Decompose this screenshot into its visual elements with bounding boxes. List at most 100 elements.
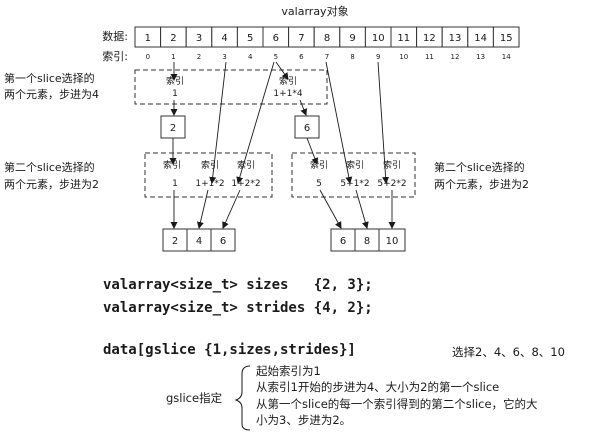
right-result-3: 10 — [386, 236, 399, 247]
array-cell: 5 — [236, 26, 264, 48]
left-item3-head: 索引 — [237, 159, 255, 171]
gslice-brace — [234, 365, 251, 431]
first-slice-item1-head: 索引 — [166, 75, 184, 87]
first-slice-item2-head: 索引 — [279, 75, 297, 87]
array-cell-value: 15 — [500, 33, 513, 44]
array-cell-value: 8 — [324, 33, 330, 44]
arrow-idx5-to-slice1b — [275, 61, 289, 80]
array-cell-value: 11 — [397, 33, 410, 44]
array-index-label: 11 — [425, 53, 434, 61]
gslice-label: gslice指定 — [166, 391, 223, 405]
right-item3-expr: 5+2*2 — [377, 179, 406, 189]
left-result-2: 4 — [196, 236, 202, 247]
left-item1-expr: 1 — [172, 179, 178, 189]
first-slice-result-1: 2 — [170, 123, 176, 134]
right-item1-head: 索引 — [310, 159, 328, 171]
array-index-label: 10 — [399, 53, 408, 61]
left-result-3: 6 — [220, 236, 226, 247]
array-index-label: 14 — [502, 53, 511, 61]
array-index-label: 7 — [325, 53, 329, 61]
arrow-idx9-to-right3 — [377, 61, 390, 184]
code-line-sizes: valarray<size_t> sizes {2, 3}; — [103, 277, 373, 293]
left-result-boxes — [162, 228, 236, 252]
note-line-4: 小为3、步进为2。 — [256, 413, 351, 427]
code-line-gslice: data[gslice {1,sizes,strides}] — [103, 342, 356, 358]
right-item2-expr: 5+1*2 — [340, 179, 369, 189]
array-index-label: 6 — [299, 53, 304, 61]
index-row-label: 索引: — [102, 49, 128, 63]
left-item1-head: 索引 — [163, 159, 181, 171]
array-cell-value: 2 — [170, 33, 176, 44]
first-slice-result-2: 6 — [304, 123, 310, 134]
array-cell: 4 — [211, 26, 238, 48]
second-slice-left-desc-line1: 第二个slice选择的 — [4, 160, 95, 174]
first-slice-box — [134, 69, 328, 105]
array-cell: 6 — [262, 26, 290, 48]
arrow-idx3-to-left2 — [209, 61, 227, 184]
left-result-1: 2 — [172, 236, 178, 247]
second-slice-right-desc-line1: 第二个slice选择的 — [434, 160, 525, 174]
connector-arrows — [169, 61, 396, 229]
array-cell-value: 13 — [449, 33, 462, 44]
first-slice-item1-expr: 1 — [172, 89, 178, 99]
array-cell: 10 — [364, 26, 392, 48]
right-result-1: 6 — [340, 236, 346, 247]
array-cell: 7 — [288, 26, 315, 48]
note-line-2: 从索引1开始的步进为4、大小为2的第一个slice — [256, 380, 499, 394]
arrow-right1-to-res — [319, 189, 342, 229]
array-cell-value: 5 — [247, 33, 253, 44]
left-item2-head: 索引 — [201, 159, 219, 171]
arrow-left3-to-res — [222, 189, 241, 229]
array-index-label: 12 — [451, 53, 460, 61]
array-cell: 3 — [185, 26, 213, 48]
array-cell-value: 3 — [196, 33, 202, 44]
diagram-title: valarray对象 — [281, 4, 348, 18]
note-line-3: 从第一个slice的每一个索引得到的第二个slice，它的大 — [256, 397, 538, 411]
selection-note: 选择2、4、6、8、10 — [452, 345, 565, 359]
array-cell: 12 — [416, 26, 443, 48]
array-cell-value: 10 — [372, 33, 385, 44]
left-item3-expr: 1+2*2 — [231, 179, 260, 189]
array-index-label: 5 — [274, 53, 278, 61]
data-row-label: 数据: — [102, 29, 128, 43]
array-index-label: 4 — [248, 53, 253, 61]
arrow-idx5-to-left3 — [236, 61, 275, 184]
array-cell: 11 — [390, 26, 418, 48]
array-index-label: 2 — [197, 53, 201, 61]
array-cell: 2 — [160, 26, 187, 48]
right-item3-head: 索引 — [383, 159, 401, 171]
array-cell: 13 — [441, 26, 469, 48]
array-index-label: 9 — [376, 53, 380, 61]
arrow-slice1b-to-box — [299, 99, 308, 116]
array-cell-value: 9 — [349, 33, 355, 44]
arrow-left2-to-res — [196, 189, 209, 229]
code-line-strides: valarray<size_t> strides {4, 2}; — [103, 300, 373, 316]
array-cell: 15 — [492, 26, 520, 48]
left-item2-expr: 1+1*2 — [195, 179, 224, 189]
array-index-label: 1 — [171, 53, 175, 61]
array-cell-value: 6 — [273, 33, 279, 44]
right-result-2: 8 — [364, 236, 370, 247]
array-cell-value: 4 — [221, 33, 227, 44]
array-cell: 8 — [313, 26, 341, 48]
array-cell: 1 — [134, 26, 162, 48]
second-slice-right-desc-line2: 两个元素，步进为2 — [434, 178, 529, 191]
first-slice-item2-expr: 1+1*4 — [273, 89, 302, 99]
array-cell-value: 1 — [145, 33, 151, 44]
arrow-box6-to-right1 — [306, 137, 319, 165]
array-cell-value: 7 — [298, 33, 304, 44]
second-slice-left-box — [144, 152, 273, 198]
array-cell: 14 — [467, 26, 494, 48]
array-index-label: 13 — [476, 53, 485, 61]
second-slice-right-box — [291, 152, 416, 198]
arrow-idx7-to-right2 — [325, 61, 353, 184]
right-item1-expr: 5 — [316, 179, 322, 189]
right-result-boxes — [330, 228, 406, 252]
array-cell-value: 14 — [474, 33, 487, 44]
right-item2-head: 索引 — [346, 159, 364, 171]
array-cell-value: 12 — [423, 33, 436, 44]
note-line-1: 起始索引为1 — [256, 364, 321, 378]
